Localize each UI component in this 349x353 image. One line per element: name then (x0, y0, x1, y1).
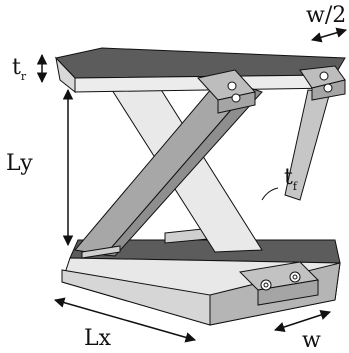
w-half-dimension-arrow (310, 27, 348, 43)
lx-dimension-arrow (53, 297, 197, 343)
w-label: w (302, 328, 321, 353)
lx-label: Lx (84, 326, 112, 351)
top-pivot-block-right (299, 65, 346, 101)
front-arm-edge (103, 87, 263, 257)
w-dimension-arrow (274, 309, 331, 333)
bottom-pivot-block (238, 261, 320, 306)
tf-label: tf (284, 165, 298, 193)
ly-label: Ly (6, 151, 33, 176)
top-pivot-block-left (197, 69, 256, 114)
tf-leader-line (261, 187, 279, 201)
tr-label: tr (12, 55, 27, 83)
base-front-rail (81, 245, 121, 259)
w-half-label: w/2 (306, 3, 346, 28)
